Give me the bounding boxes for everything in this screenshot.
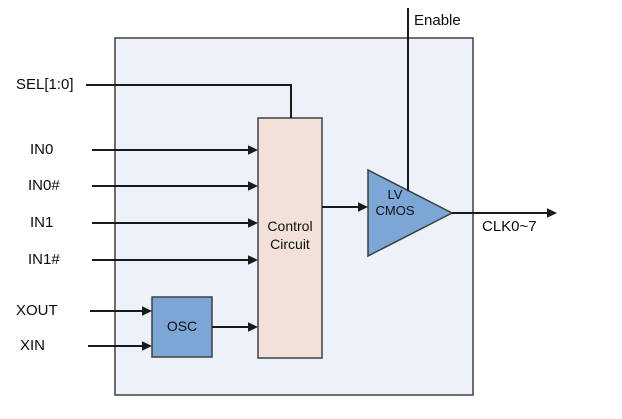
in0-label: IN0 <box>30 141 54 158</box>
xin-arrowhead <box>142 341 152 351</box>
sel-label: SEL[1:0] <box>16 76 74 93</box>
control-circuit-block <box>257 117 323 359</box>
lvcmos-buffer-shape <box>367 168 454 258</box>
sel-wire <box>86 84 292 118</box>
in0b-arrowhead <box>248 181 258 191</box>
control-block-label: Control Circuit <box>267 218 313 252</box>
osc-block-label: OSC <box>166 318 198 334</box>
in0-arrowhead <box>248 145 258 155</box>
osc-arrowhead <box>248 322 258 332</box>
enable-label: Enable <box>414 12 461 29</box>
in1b-arrowhead <box>248 255 258 265</box>
xout-label: XOUT <box>16 302 58 319</box>
clk-output-arrowhead <box>547 208 557 218</box>
clk-output-label: CLK0~7 <box>482 218 537 235</box>
in1-arrowhead <box>248 218 258 228</box>
lvcmos-buffer-label: LV CMOS <box>375 187 415 218</box>
buffer-input-arrowhead <box>358 202 368 212</box>
in1b-label: IN1# <box>28 251 60 268</box>
in1-label: IN1 <box>30 214 54 231</box>
xin-label: XIN <box>20 337 46 354</box>
osc-block <box>151 296 213 358</box>
xout-arrowhead <box>142 306 152 316</box>
in0b-label: IN0# <box>28 177 60 194</box>
